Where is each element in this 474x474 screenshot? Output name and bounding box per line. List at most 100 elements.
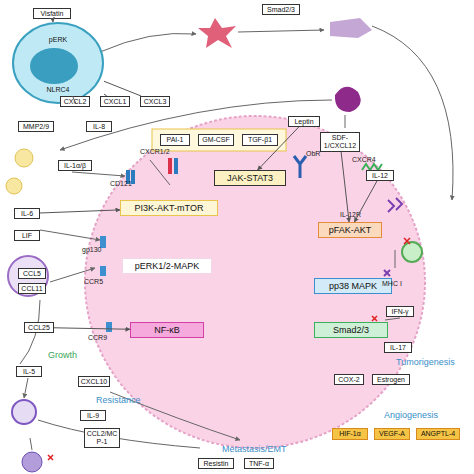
node-text: MMP2/9 [23, 123, 49, 131]
connector-arrow [258, 127, 299, 170]
connector-arrow [104, 94, 107, 96]
factor-box: SDF-1/CXCL12 [320, 132, 360, 152]
adipocyte [6, 178, 22, 194]
node-text: IL-9 [87, 412, 99, 420]
connector-arrow [40, 210, 120, 213]
receptor-label: ObR [306, 150, 320, 158]
node-text: VEGF-A [379, 430, 405, 438]
immune-cell [22, 452, 42, 472]
node-text: Estrogen [377, 376, 405, 384]
factor-box: TNF-α [244, 458, 274, 469]
factor-box: CXCL3 [140, 96, 170, 107]
factor-box: CXCL2 [60, 96, 90, 107]
factor-box: CCL11 [18, 283, 46, 294]
factor-box: CCL5 [18, 268, 46, 279]
factor-box: Leptin [288, 116, 320, 127]
factor-box: TGF-β1 [242, 134, 278, 146]
node-text: pERK [49, 36, 67, 44]
connector-arrow [54, 328, 130, 329]
angiogenic-factor: VEGF-A [374, 428, 410, 440]
node-text: CCL11 [21, 285, 42, 293]
factor-box: IL-17 [384, 342, 412, 353]
receptor-label: MHC I [382, 280, 402, 288]
connector-arrow [52, 19, 53, 22]
node-text: IL-12 [372, 172, 388, 180]
receptor [100, 266, 106, 276]
angiogenic-factor: ANGPTL-4 [416, 428, 460, 440]
node-text: JAK-STAT3 [227, 173, 273, 183]
factor-box: Resistin [198, 458, 234, 469]
pathway-box: pp38 MAPK [314, 278, 392, 294]
factor-box: Smad2/3 [262, 4, 300, 15]
factor-box: IL-9 [80, 410, 106, 421]
receptor-label: CCR9 [88, 334, 107, 342]
adipocyte [15, 149, 33, 167]
node-text: Smad2/3 [333, 325, 369, 335]
receptor [168, 158, 172, 174]
node-text: TNF-α [249, 460, 269, 468]
node-text: CXCL10 [81, 378, 107, 386]
nk-cell [402, 242, 422, 262]
connector-arrow [341, 152, 349, 222]
process-label: Tumorigenesis [396, 357, 455, 367]
node-text: PI3K-AKT-mTOR [135, 203, 204, 213]
factor-box: Visfatin [33, 8, 71, 19]
node-text: Smad2/3 [267, 6, 295, 14]
factor-box: COX-2 [334, 374, 364, 385]
immune-cell: pERKNLRC4 [12, 22, 104, 104]
node-text: NF-κB [154, 325, 180, 335]
node-text: CXCL1 [104, 98, 127, 106]
node-text: Visfatin [41, 10, 64, 18]
node-text: CXCL2 [64, 98, 87, 106]
fibroblast-cell [330, 18, 372, 38]
node-text: PAI-1 [167, 136, 184, 144]
node-text: SDF-1/CXCL12 [321, 134, 359, 150]
receptor [388, 198, 402, 212]
immune-cell [8, 256, 48, 296]
receptor-label: CCR5 [84, 278, 103, 286]
factor-box: IL-8 [86, 121, 112, 132]
factor-box: PAI-1 [160, 134, 190, 146]
factor-box: MMP2/9 [18, 121, 54, 132]
receptor-label: IL-12R [340, 211, 361, 219]
node-text: IL-8 [93, 123, 105, 131]
process-label: Metastasis/EMT [222, 444, 287, 454]
factor-box: CCL2/MCP-1 [84, 428, 120, 448]
node-text: pERK1/2-MAPK [135, 261, 200, 271]
node-text: CCL5 [23, 270, 41, 278]
factor-box: LIF [14, 230, 40, 241]
process-label: Angiogenesis [384, 410, 438, 420]
receptor-label: gp130 [82, 246, 101, 254]
pathway-box: PI3K-AKT-mTOR [120, 200, 218, 216]
pathway-box: NF-κB [130, 322, 204, 338]
factor-box: GM-CSF [198, 134, 234, 146]
node-text: IFN-γ [391, 308, 408, 316]
receptor-label: CXCR4 [352, 156, 376, 164]
receptor [174, 158, 178, 174]
factor-box: IL-6 [14, 208, 40, 219]
factor-box: IL-1α/β [58, 160, 92, 171]
node-text: COX-2 [338, 376, 359, 384]
factor-box: CXCL1 [100, 96, 130, 107]
node-text: CCL25 [28, 324, 50, 332]
receptor-label: CXCR1/2 [140, 148, 170, 156]
tumor-cell [85, 116, 425, 448]
factor-box: IL-12 [366, 170, 394, 181]
pathway-box: JAK-STAT3 [214, 170, 286, 186]
node-text: pFAK-AKT [329, 225, 372, 235]
neutrophil [12, 400, 36, 424]
node-text: IL-1α/β [64, 162, 86, 170]
connector-arrow [104, 81, 141, 96]
node-text: CCL2/MCP-1 [85, 430, 119, 446]
receptor [106, 322, 112, 332]
process-label: Growth [48, 350, 77, 360]
factor-box: IL-5 [16, 366, 42, 377]
angiogenic-factor: HIF-1α [332, 428, 368, 440]
receptor [294, 156, 306, 178]
factor-box: Estrogen [372, 374, 410, 385]
node-text: IL-6 [21, 210, 33, 218]
factor-group [152, 129, 286, 151]
node-text: pp38 MAPK [329, 281, 377, 291]
